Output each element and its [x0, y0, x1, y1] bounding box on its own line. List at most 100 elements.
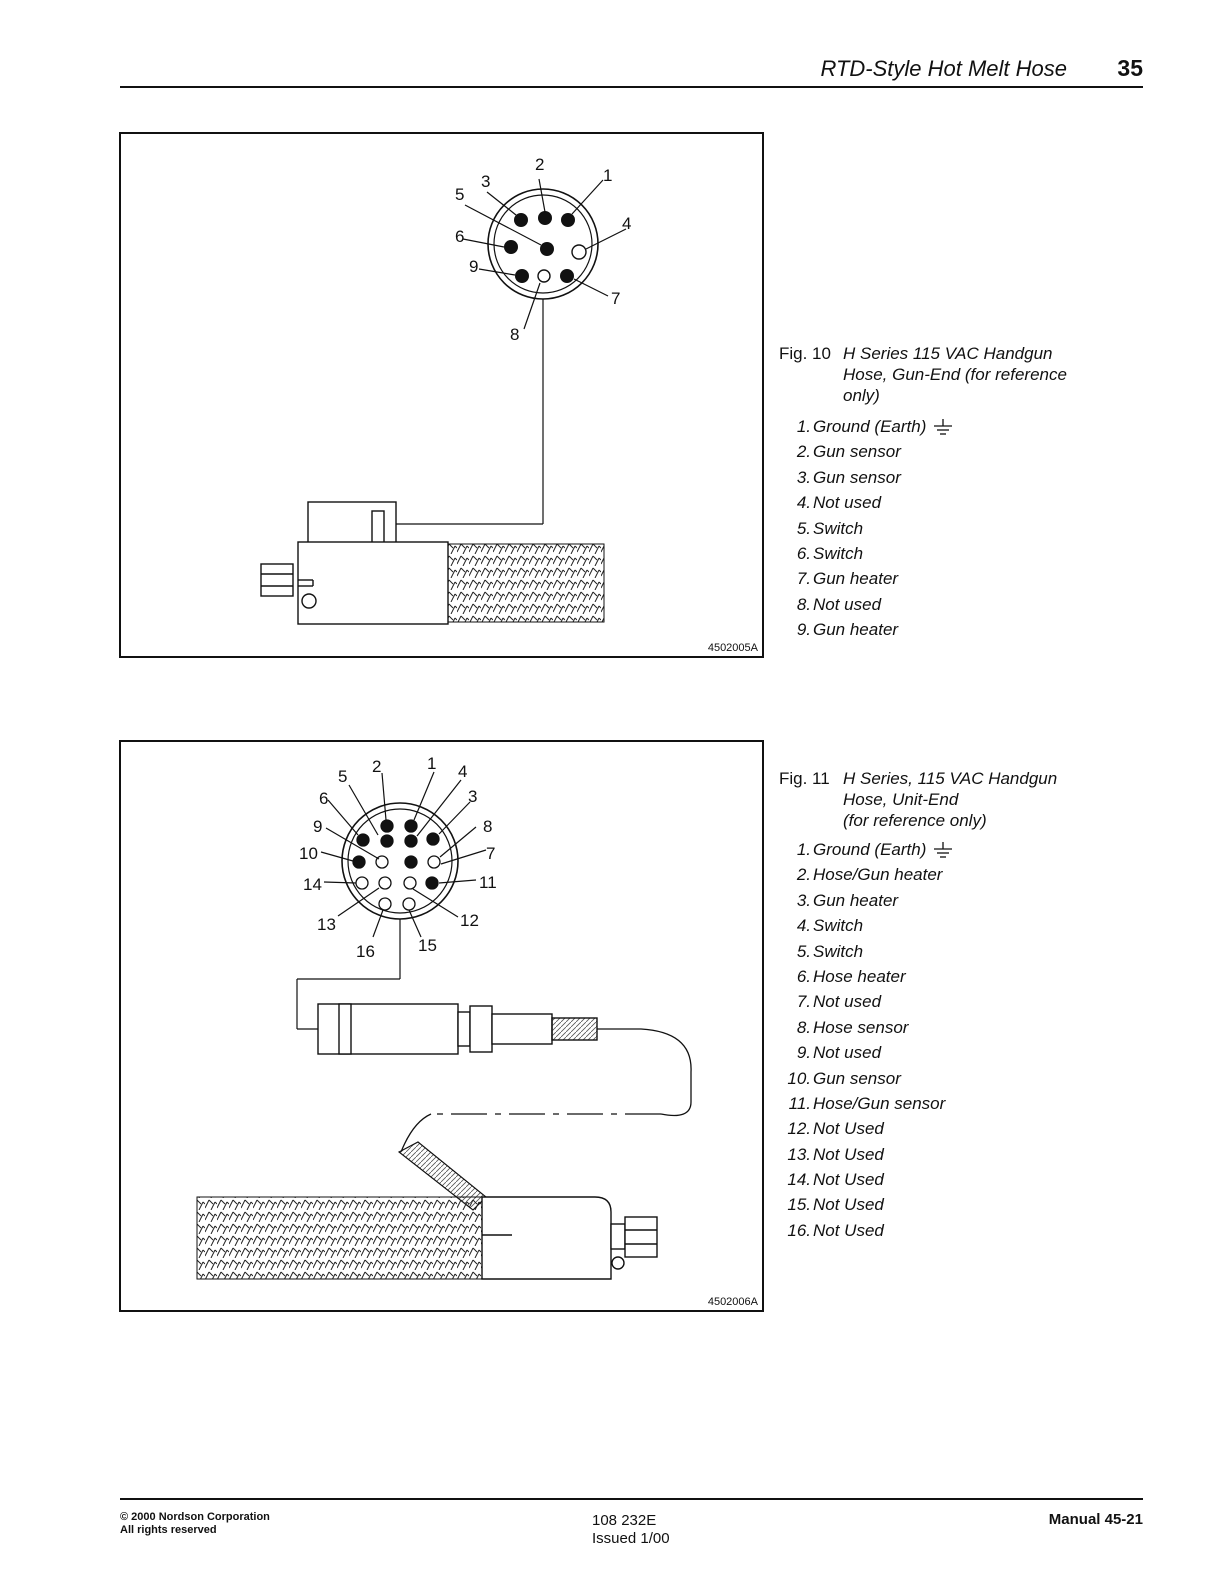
legend-item-text: Gun sensor	[813, 442, 901, 462]
ground-icon	[934, 418, 953, 435]
legend-item: 15.Not Used	[779, 1192, 954, 1217]
legend-item-text: Switch	[813, 916, 864, 936]
legend-item: 12.Not Used	[779, 1116, 954, 1141]
legend-item-text: Switch	[813, 518, 864, 538]
legend-item-text: Not used	[813, 493, 882, 513]
fig10-pin-label: 5	[455, 185, 464, 204]
gun-end-connector-diagram: 1 2 3 4 5 6 7 8 9	[260, 155, 631, 625]
ground-icon	[934, 841, 953, 858]
figure-10-caption: Fig. 10 H Series 115 VAC Handgun Hose, Gu…	[779, 343, 1067, 406]
fig11-pin-label: 3	[468, 787, 477, 806]
fig10-pin-label: 9	[469, 257, 478, 276]
legend-item-text: Hose/Gun sensor	[813, 1093, 946, 1113]
figure-11-caption: Fig. 11 H Series, 115 VAC Handgun Hose, U…	[779, 768, 1057, 831]
legend-item-number: 12.	[787, 1119, 811, 1139]
legend-item: 5.Switch	[779, 939, 954, 964]
fig11-pin-label: 8	[483, 817, 492, 836]
page-number: 35	[1117, 55, 1143, 81]
legend-item-number: 16.	[787, 1220, 811, 1240]
figure-10-label: Fig. 10	[779, 344, 831, 363]
legend-item: 9.Gun heater	[779, 617, 954, 642]
legend-item-text: Not Used	[813, 1220, 884, 1240]
figure-10-title-line: H Series 115 VAC Handgun	[843, 344, 1053, 363]
legend-item-number: 10.	[787, 1068, 811, 1088]
fig10-pin-label: 2	[535, 155, 544, 174]
footer-document-number: 108 232E Issued 1/00	[592, 1512, 670, 1548]
legend-item-text: Not Used	[813, 1119, 884, 1139]
figure-10-title-line: only)	[843, 386, 880, 405]
legend-item: 6.Switch	[779, 541, 954, 566]
legend-item-number: 4.	[796, 493, 811, 513]
legend-item: 2.Gun sensor	[779, 439, 954, 464]
legend-item-number: 8.	[796, 594, 811, 614]
legend-item: 5.Switch	[779, 516, 954, 541]
legend-item-text: Gun heater	[813, 620, 899, 640]
figure-11-title-line: H Series, 115 VAC Handgun	[843, 769, 1058, 788]
legend-item-number: 2.	[796, 442, 811, 462]
fig11-pin-label: 9	[313, 817, 322, 836]
doc-number: 108 232E	[592, 1512, 657, 1529]
copyright-text: © 2000 Nordson Corporation	[120, 1511, 270, 1523]
figure-11-title-line: (for reference only)	[843, 811, 987, 830]
legend-item-number: 3.	[796, 467, 811, 487]
legend-item-text: Not used	[813, 594, 882, 614]
legend-item: 7.Gun heater	[779, 566, 954, 591]
fig11-pin-label: 4	[458, 762, 467, 781]
legend-item-number: 7.	[796, 569, 811, 589]
legend-item: 4.Switch	[779, 913, 954, 938]
legend-item-number: 7.	[796, 992, 811, 1012]
legend-item: 6.Hose heater	[779, 964, 954, 989]
legend-item: 13.Not Used	[779, 1142, 954, 1167]
legend-item-number: 2.	[796, 865, 811, 885]
legend-item-number: 1.	[796, 840, 811, 859]
legend-item-text: Hose heater	[813, 966, 906, 986]
footer-copyright: © 2000 Nordson Corporation All rights re…	[120, 1511, 270, 1537]
legend-item-number: 5.	[796, 518, 811, 538]
legend-item-number: 9.	[796, 1043, 811, 1063]
figure-10-id: 4502005A	[707, 642, 758, 654]
rights-text: All rights reserved	[120, 1524, 217, 1536]
legend-item-text: Gun heater	[813, 569, 899, 589]
legend-item-number: 14.	[787, 1170, 811, 1190]
legend-item-number: 8.	[796, 1017, 811, 1037]
fig11-pin-label: 13	[317, 915, 336, 934]
figure-11-diagram: 1 2 3 4 5 6 7 8 9 10 11 12 13 14 15 16	[119, 740, 764, 1312]
legend-item-number: 9.	[796, 620, 811, 640]
legend-item-text: Switch	[813, 941, 864, 961]
legend-item: 16.Not Used	[779, 1218, 954, 1243]
legend-item-text: Not Used	[813, 1144, 884, 1164]
legend-item: 4.Not used	[779, 490, 954, 515]
fig11-pin-label: 7	[486, 844, 495, 863]
legend-item: 3.Gun heater	[779, 888, 954, 913]
legend-item: 9.Not used	[779, 1040, 954, 1065]
legend-item: 7.Not used	[779, 989, 954, 1014]
figure-11-label: Fig. 11	[779, 769, 830, 788]
legend-item-text: Switch	[813, 543, 864, 563]
fig11-pin-label: 12	[460, 911, 479, 930]
legend-item: 2.Hose/Gun heater	[779, 862, 954, 887]
fig11-pin-label: 15	[418, 936, 437, 955]
legend-item-number: 13.	[787, 1144, 811, 1164]
figure-11-id: 4502006A	[707, 1296, 758, 1308]
figure-11-title-line: Hose, Unit-End	[843, 790, 959, 809]
legend-item-number: 6.	[796, 966, 811, 986]
footer-manual: Manual 45-21	[1048, 1511, 1143, 1528]
figure-10-title-line: Hose, Gun-End (for reference	[843, 365, 1067, 384]
issued-date: Issued 1/00	[592, 1530, 670, 1547]
legend-item-text: Not used	[813, 992, 882, 1012]
fig11-pin-label: 2	[372, 757, 381, 776]
legend-item-text: Not Used	[813, 1170, 884, 1190]
legend-item: 14.Not Used	[779, 1167, 954, 1192]
legend-item-text: Hose/Gun heater	[813, 865, 943, 885]
legend-item-text: Not Used	[813, 1195, 884, 1215]
legend-item-text: Hose sensor	[813, 1017, 909, 1037]
legend-item: 3.Gun sensor	[779, 465, 954, 490]
legend-item-text: Gun heater	[813, 890, 899, 910]
fig11-pin-label: 6	[319, 789, 328, 808]
legend-item-text: Not used	[813, 1043, 882, 1063]
legend-item-number: 1.	[796, 417, 811, 436]
fig10-pin-label: 8	[510, 325, 519, 344]
fig10-pin-label: 3	[481, 172, 490, 191]
legend-item-number: 4.	[796, 916, 811, 936]
